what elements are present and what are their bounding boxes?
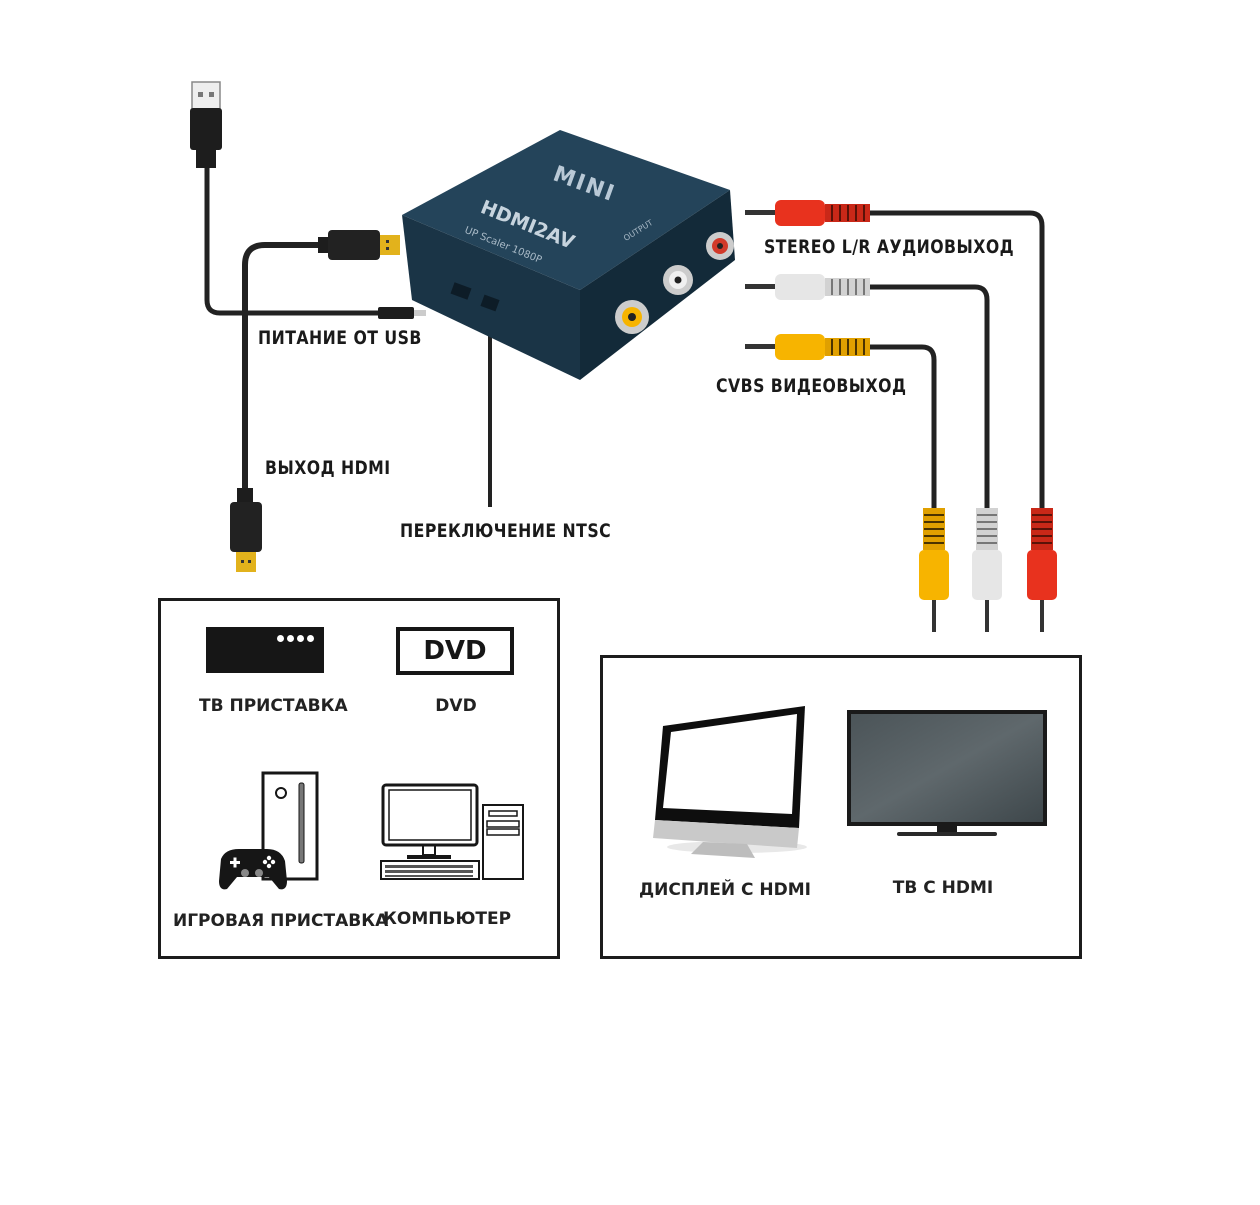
hdmi-sources-panel: ТВ ПРИСТАВКА DVD DVD ИГРОВАЯ ПРИСТАВКА К…: [158, 598, 560, 959]
yellow-rca-plug-vertical-icon: [919, 508, 949, 632]
stereo-audio-out-label: STEREO L/R АУДИОВЫХОД: [764, 236, 1015, 258]
dvd-icon: DVD: [396, 627, 514, 675]
hdmi-out-label: ВЫХОД HDMI: [265, 457, 391, 479]
monitor-icon: [653, 706, 807, 858]
red-rca-plug-vertical-icon: [1027, 508, 1057, 632]
dvd-label: DVD: [435, 696, 477, 716]
computer-label: КОМПЬЮТЕР: [383, 909, 512, 929]
hdmi-cable: [242, 242, 330, 490]
hdmi2av-converter-device: [402, 130, 735, 380]
yellow-rca-cable: [870, 344, 937, 510]
dc-power-plug-icon: [378, 307, 426, 319]
dvd-icon-text: DVD: [423, 636, 487, 666]
white-rca-plug-icon: [745, 274, 870, 300]
white-rca-plug-vertical-icon: [972, 508, 1002, 632]
red-rca-plug-icon: [745, 200, 870, 226]
yellow-rca-plug-icon: [745, 334, 870, 360]
cvbs-video-out-label: CVBS ВИДЕОВЫХОД: [716, 375, 907, 397]
ntsc-switch-label: ПЕРЕКЛЮЧЕНИЕ NTSC: [400, 520, 612, 542]
monitor-label: ДИСПЛЕЙ С HDMI: [639, 880, 811, 900]
game-console-icon: [219, 771, 319, 890]
tv-label: ТВ С HDMI: [892, 878, 994, 898]
tv-box-label: ТВ ПРИСТАВКА: [199, 696, 348, 716]
usb-power-cable: [204, 165, 380, 316]
usb-power-label: ПИТАНИЕ ОТ USB: [258, 327, 422, 349]
hdmi-plug-input-icon: [318, 230, 400, 260]
white-rca-cable: [870, 284, 990, 510]
hdmi-displays-panel: ДИСПЛЕЙ С HDMI ТВ С HDMI: [600, 655, 1082, 959]
hdmi-plug-output-icon: [230, 488, 262, 572]
red-rca-cable: [870, 210, 1045, 510]
game-console-label: ИГРОВАЯ ПРИСТАВКА: [173, 911, 389, 931]
usb-a-plug-icon: [190, 81, 222, 168]
tv-box-icon: [206, 627, 324, 673]
computer-icon: [380, 783, 524, 880]
tv-icon: [847, 710, 1047, 836]
